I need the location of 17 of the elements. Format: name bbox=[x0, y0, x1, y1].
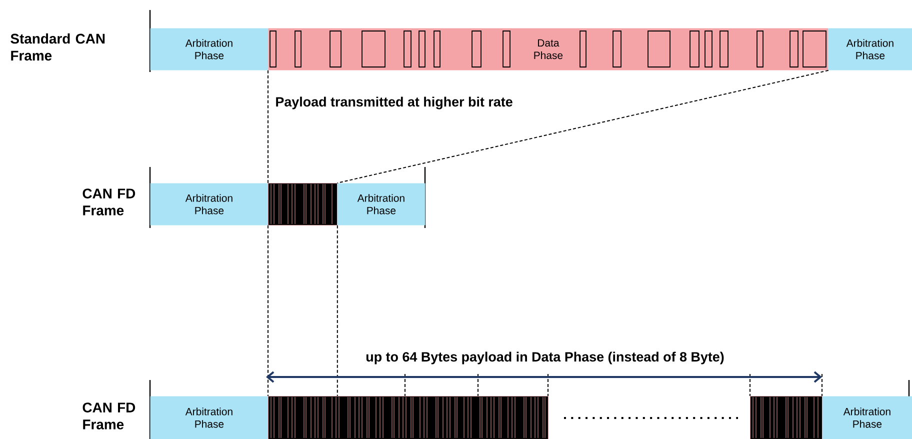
arbitration-phase-box: Arbitration Phase bbox=[150, 396, 268, 439]
row-label: Standard CAN Frame bbox=[10, 33, 105, 61]
data-bits-bar bbox=[268, 183, 338, 226]
row-label: CAN FD Frame bbox=[82, 402, 136, 430]
row-label: CAN FD Frame bbox=[82, 188, 136, 216]
dashed-guide-line bbox=[336, 70, 829, 184]
annotation-text: up to 64 Bytes payload in Data Phase (instead of 8 Byte) bbox=[366, 352, 724, 364]
annotation-text: Payload transmitted at higher bit rate bbox=[276, 96, 512, 110]
data-bits-bar bbox=[750, 396, 822, 439]
arbitration-phase-box: Arbitration Phase bbox=[822, 396, 912, 439]
arbitration-phase-box: Arbitration Phase bbox=[828, 28, 912, 70]
arbitration-phase-box: Arbitration Phase bbox=[337, 183, 426, 226]
arbitration-phase-box: Arbitration Phase bbox=[150, 183, 268, 226]
dashed-guide-line bbox=[336, 224, 338, 396]
data-bits-bar bbox=[268, 396, 548, 439]
arbitration-phase-box: Arbitration Phase bbox=[150, 28, 268, 70]
data-phase-box: Data Phase bbox=[268, 28, 828, 70]
